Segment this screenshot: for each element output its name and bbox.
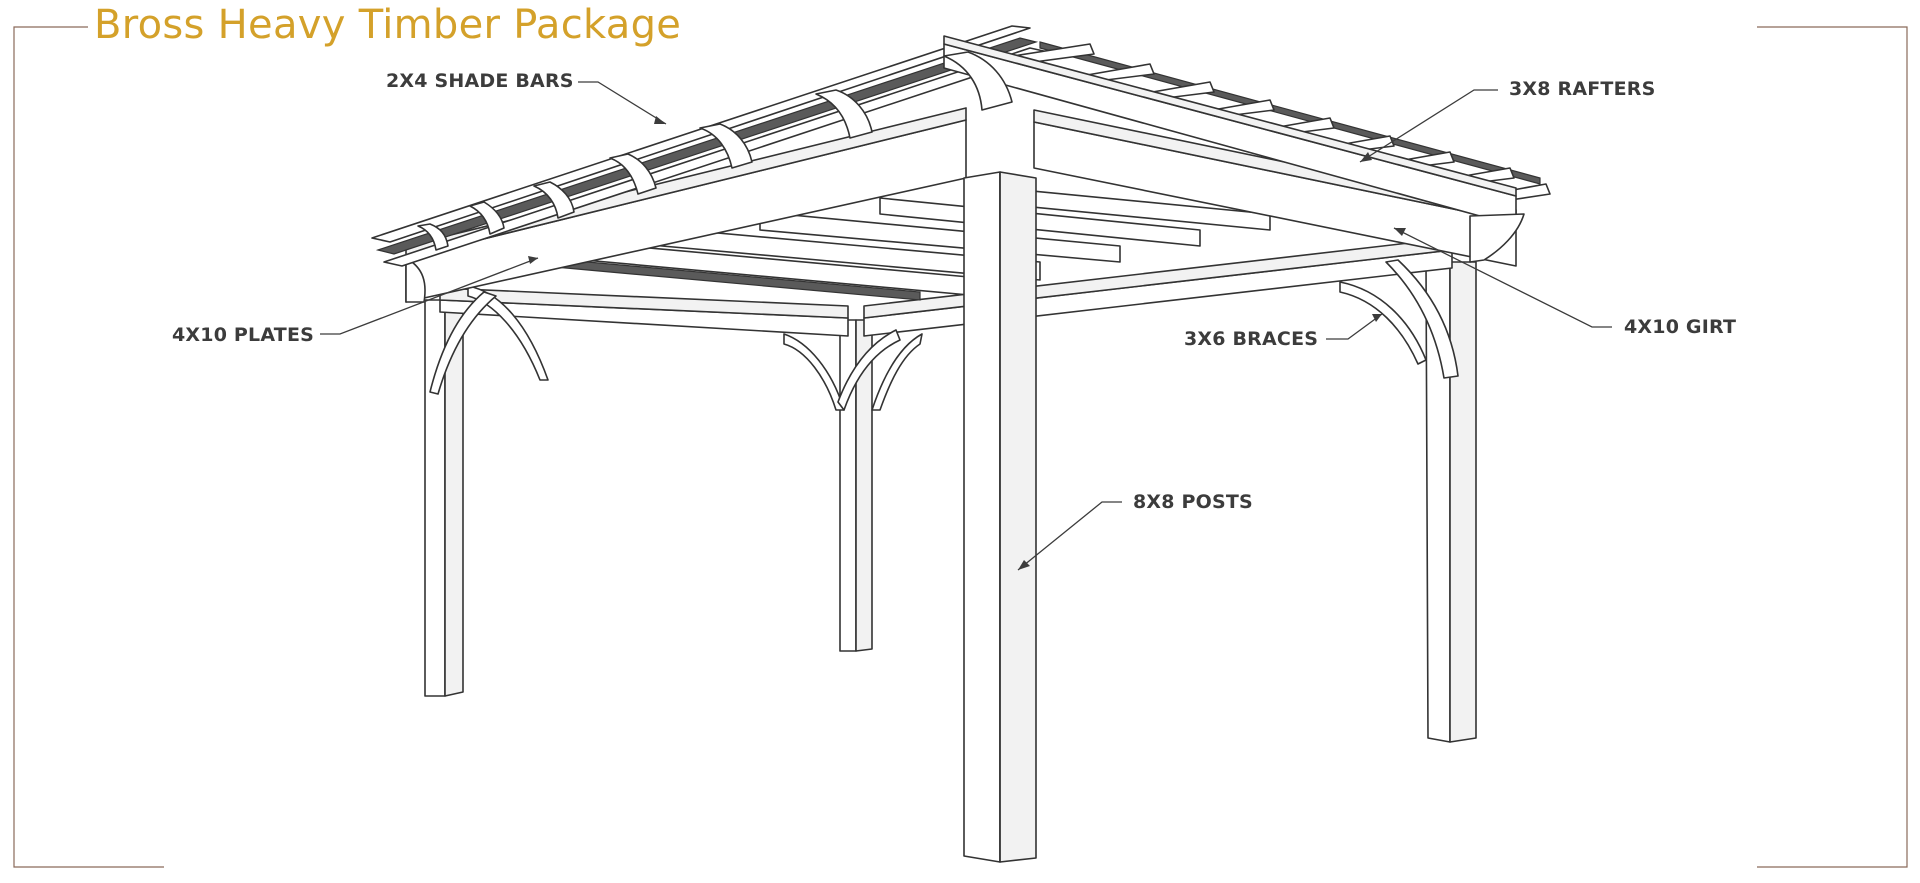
back-right-post	[1425, 261, 1477, 743]
callout-shade-bars: 2X4 SHADE BARS	[386, 70, 574, 92]
rafters	[417, 35, 1525, 263]
page-title: Bross Heavy Timber Package	[94, 2, 682, 48]
callout-girt: 4X10 GIRT	[1624, 316, 1737, 338]
braces-front	[429, 259, 1459, 411]
front-post	[963, 171, 1037, 863]
callout-plates: 4X10 PLATES	[172, 324, 315, 346]
callout-rafters: 3X8 RAFTERS	[1509, 78, 1656, 100]
leader-lines	[320, 81, 1612, 571]
callout-posts: 8X8 POSTS	[1133, 491, 1253, 513]
back-left-post	[424, 299, 464, 697]
page-frame	[13, 26, 1908, 868]
callout-braces: 3X6 BRACES	[1184, 328, 1319, 350]
braces-back	[467, 281, 1427, 411]
